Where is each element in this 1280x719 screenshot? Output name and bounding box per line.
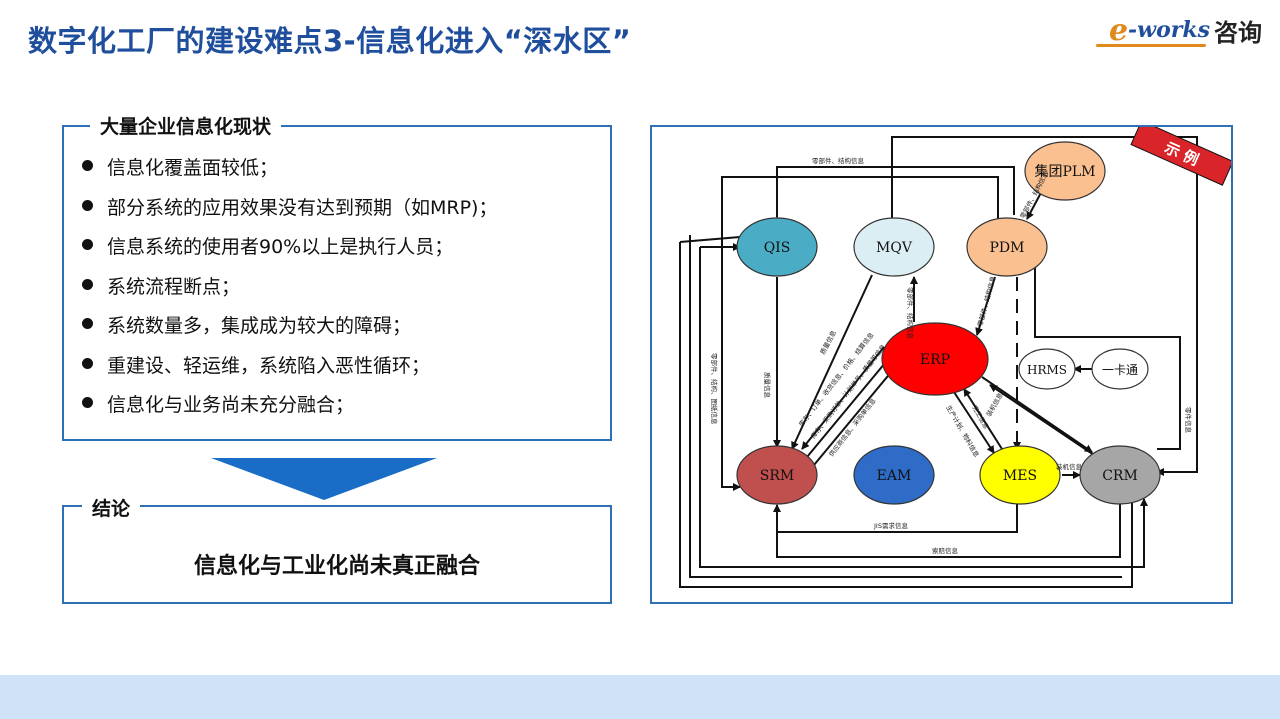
edge-label-mqv-srm: 质量信息 — [818, 328, 838, 356]
list-item: 信息化覆盖面较低； — [82, 153, 497, 193]
node-label-hrms: HRMS — [1027, 363, 1067, 377]
node-label-crm: CRM — [1102, 468, 1138, 484]
system-diagram: QIS MQV PDM 集团PLM ERP HRMS 一卡通 SRM EAM M… — [679, 127, 1231, 588]
list-item: 信息化与业务尚未充分融合； — [82, 390, 497, 430]
node-mqv — [853, 217, 935, 277]
node-label-qis: QIS — [764, 240, 791, 256]
node-card — [1091, 348, 1149, 390]
edge-label-mes-crm: 装机信息 — [1056, 462, 1083, 471]
status-panel — [62, 125, 612, 441]
node-plm — [1024, 141, 1106, 201]
node-srm — [736, 445, 818, 505]
eworks-logo: e -works 咨询 — [1109, 12, 1262, 48]
bullet-icon — [82, 160, 93, 171]
node-label-card: 一卡通 — [1102, 363, 1138, 377]
edge-srm-erp-2 — [806, 356, 891, 458]
bullet-icon — [82, 318, 93, 329]
node-label-eam: EAM — [877, 468, 912, 484]
status-list: 信息化覆盖面较低； 部分系统的应用效果没有达到预期（如MRP)； 信息系统的使用… — [82, 153, 497, 430]
edge-label-crm-right: 零件信息 — [1184, 407, 1193, 434]
edge-label-pdm-erp-2: 零部件、结构信息 — [975, 274, 997, 327]
edge-label-bottom-2: 索赔信息 — [932, 546, 959, 555]
edge-label-pdm-erp-1: 零部件、结构信息 — [906, 287, 915, 340]
node-erp — [881, 322, 989, 396]
node-mes — [979, 445, 1061, 505]
bullet-icon — [82, 239, 93, 250]
edge-label-top: 零部件、结构信息 — [812, 156, 865, 165]
edge-top-2 — [891, 136, 1198, 476]
logo-e: e — [1108, 12, 1129, 48]
bullet-icon — [82, 357, 93, 369]
node-label-mes: MES — [1003, 468, 1037, 484]
bullet-icon — [82, 397, 93, 408]
logo-underline — [1096, 44, 1206, 47]
edge-mes-srm — [773, 502, 1018, 533]
node-pdm — [966, 217, 1048, 277]
node-hrms — [1018, 348, 1076, 390]
edge-mes-erp-2 — [963, 388, 1003, 450]
edge-left-loop-1 — [679, 242, 1133, 588]
node-label-plm: 集团PLM — [1034, 163, 1095, 180]
list-item: 系统数量多，集成成为较大的障碍； — [82, 311, 497, 351]
edge-erp-srm-1 — [801, 346, 885, 450]
system-diagram-panel: QIS MQV PDM 集团PLM ERP HRMS 一卡通 SRM EAM M… — [650, 125, 1233, 604]
node-qis — [736, 217, 818, 277]
node-label-srm: SRM — [760, 468, 794, 484]
node-crm — [1079, 445, 1161, 505]
bullet-icon — [82, 199, 93, 211]
list-item: 信息系统的使用者90%以上是执行人员； — [82, 232, 497, 272]
status-panel-label: 大量企业信息化现状 — [90, 112, 282, 139]
edge-crm-erp-2 — [989, 384, 1101, 460]
edge-top-3 — [721, 176, 999, 491]
edge-left-loop-4 — [699, 247, 1148, 568]
logo-suffix: 咨询 — [1214, 18, 1262, 47]
edge-label-bottom-1: JIS需求信息 — [873, 521, 908, 530]
edge-erp-crm-1 — [981, 376, 1093, 453]
list-item: 系统流程断点； — [82, 272, 497, 312]
edge-left-loop-2 — [689, 235, 1122, 578]
list-item: 重建设、轻运维，系统陷入恶性循环； — [82, 351, 497, 391]
page-title: 数字化工厂的建设难点3-信息化进入“深水区” — [28, 24, 632, 58]
edge-erp-mes-1 — [951, 388, 995, 454]
bullet-icon — [82, 278, 93, 290]
edge-left-loop-3 — [679, 232, 748, 243]
edge-pdm-crm — [1034, 267, 1181, 450]
example-badge: 示 例 — [1130, 127, 1231, 186]
edge-label-erp-mes-3: 装机信息 — [984, 391, 1005, 418]
node-eam — [853, 445, 935, 505]
logo-works: -works — [1128, 17, 1210, 43]
list-item: 部分系统的应用效果没有达到预期（如MRP)； — [82, 193, 497, 233]
node-label-mqv: MQV — [876, 240, 913, 256]
edge-mqv-srm — [791, 274, 873, 450]
edge-top-1 — [773, 166, 1015, 224]
conclusion-panel — [62, 505, 612, 604]
node-label-erp: ERP — [920, 352, 950, 368]
edge-pdm-erp — [975, 276, 996, 336]
edge-label-srm-left: 零部件、结构、图纸信息 — [710, 353, 719, 425]
edge-crm-srm — [776, 502, 1121, 558]
footer-band — [0, 675, 1280, 719]
down-arrow-icon — [211, 458, 437, 500]
node-label-pdm: PDM — [990, 240, 1025, 256]
conclusion-label: 结论 — [82, 494, 141, 521]
conclusion-text: 信息化与工业化尚未真正融合 — [193, 554, 480, 579]
edge-label-qis-srm: 质量信息 — [763, 372, 772, 399]
edge-erp-srm-3 — [813, 364, 898, 466]
